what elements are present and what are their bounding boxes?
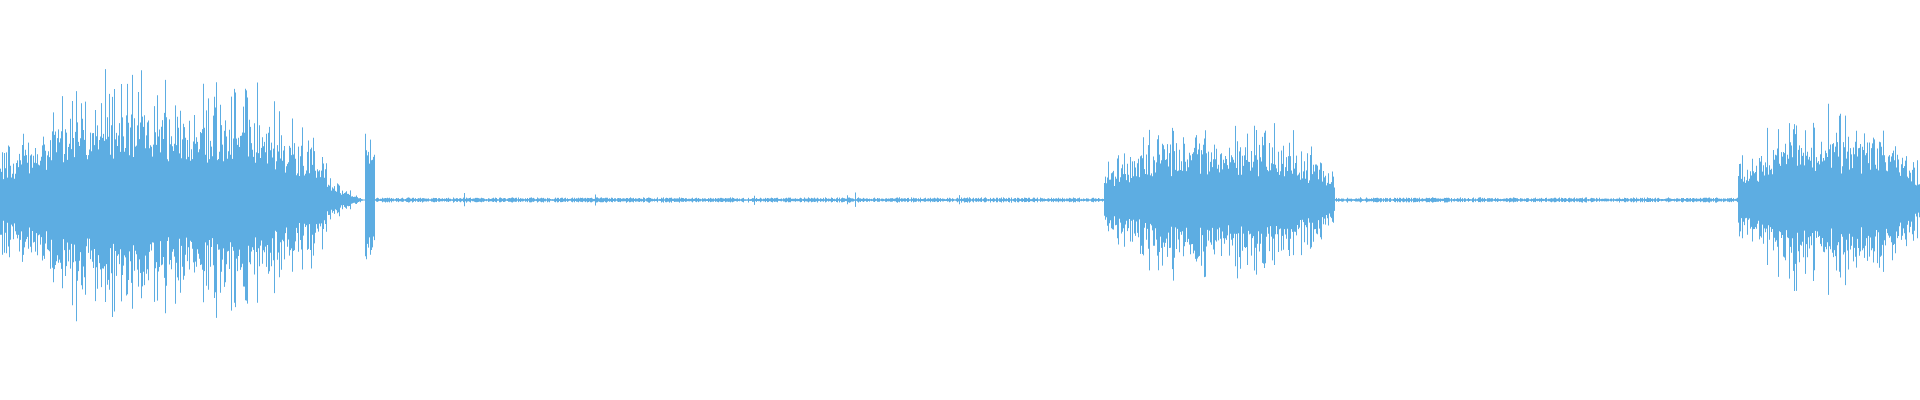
waveform-bars bbox=[0, 69, 1920, 322]
